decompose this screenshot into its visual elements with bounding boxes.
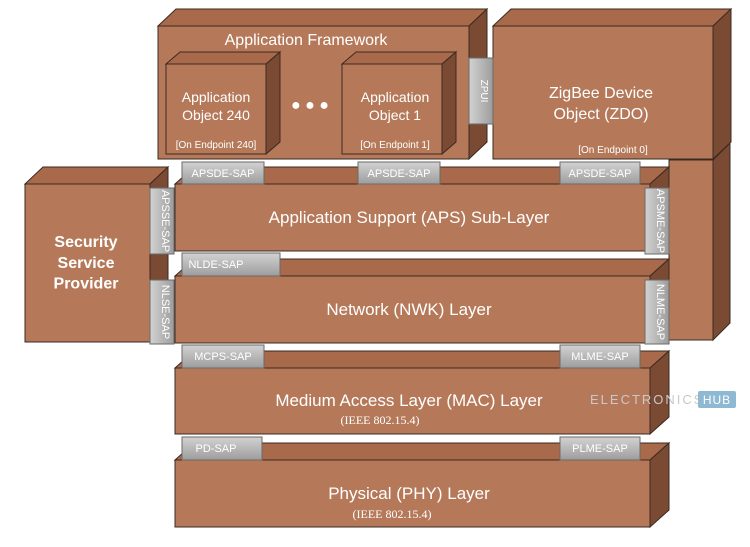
sap-mcps (181, 344, 265, 369)
zpui-label: ZPUI (478, 80, 489, 103)
watermark: ELECTRONICS HUB (590, 391, 736, 408)
sap-apsse-label: APSSE-SAP (159, 190, 171, 252)
sap-nlde (181, 252, 281, 277)
zdo-box (491, 7, 733, 161)
watermark-badge: HUB (703, 393, 731, 407)
phy-standard-label: (IEEE 802.15.4) (353, 507, 432, 521)
sap-mcps-label: MCPS-SAP (194, 351, 251, 363)
sap-apsde-3-label: APSDE-SAP (569, 168, 632, 180)
sap-plme-label: PLME-SAP (572, 443, 628, 455)
sap-nlse-label: NLSE-SAP (159, 285, 171, 339)
app-object-240-box (164, 50, 282, 156)
mac-layer-box (173, 349, 671, 436)
sap-apsde-1 (181, 161, 265, 185)
sap-nlde-label: NLDE-SAP (188, 259, 243, 271)
app-object-1-box (340, 50, 458, 156)
sap-apsde-1-label: APSDE-SAP (192, 168, 255, 180)
mac-standard-label: (IEEE 802.15.4) (341, 413, 420, 427)
sap-connectors (181, 161, 641, 461)
sap-plme (559, 436, 641, 461)
vertical-sap-connectors (149, 187, 670, 345)
zdo-column (668, 141, 731, 342)
sap-nlme-label: NLME-SAP (654, 284, 666, 340)
sap-apsde-2 (357, 161, 441, 185)
zpui-connector (468, 57, 494, 125)
security-service-box (23, 165, 170, 344)
sap-apsde-2-label: APSDE-SAP (368, 168, 431, 180)
app-framework-title: Application Framework (225, 32, 389, 49)
sap-mlme (559, 344, 641, 369)
ellipsis-dots: ● ● ● (291, 97, 329, 114)
sap-mlme-label: MLME-SAP (571, 351, 628, 363)
sap-apsme-label: APSME-SAP (654, 189, 666, 253)
endpoint-0-label: [On Endpoint 0] (578, 145, 648, 156)
sap-pd (181, 436, 263, 461)
endpoint-240-label: [On Endpoint 240] (176, 140, 257, 151)
mac-layer-label: Medium Access Layer (MAC) Layer (275, 391, 543, 410)
endpoint-1-label: [On Endpoint 1] (360, 140, 430, 151)
sap-apsde-3 (559, 161, 641, 185)
watermark-text: ELECTRONICS (590, 392, 704, 407)
sap-pd-label: PD-SAP (196, 443, 237, 455)
phy-layer-label: Physical (PHY) Layer (328, 484, 490, 503)
phy-layer-box (173, 441, 671, 529)
nwk-layer-label: Network (NWK) Layer (326, 300, 492, 319)
aps-layer-label: Application Support (APS) Sub-Layer (269, 208, 550, 227)
